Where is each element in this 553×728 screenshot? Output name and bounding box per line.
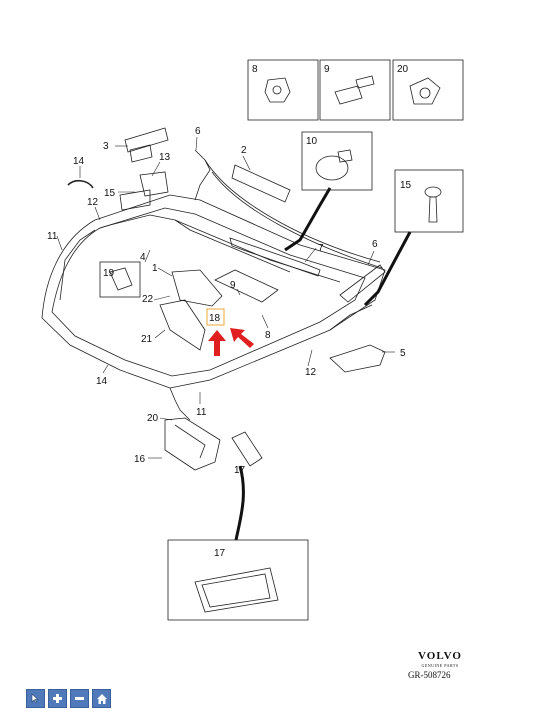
inset-15 [394, 169, 464, 233]
leader-15 [363, 231, 412, 307]
callout-labels: 1 2 3 4 5 6 6 7 8 9 11 11 12 12 13 14 14… [47, 64, 412, 559]
callout-15: 15 [104, 188, 116, 199]
callout-13: 13 [159, 152, 171, 163]
zoom-out-button[interactable] [70, 689, 89, 708]
callout-11b: 11 [196, 407, 207, 418]
inset-9 [319, 59, 391, 121]
callout-6a: 6 [195, 126, 201, 137]
cursor-button[interactable] [26, 689, 45, 708]
rail-part-6 [339, 264, 386, 303]
inset-8 [247, 59, 319, 121]
inset-20 [392, 59, 464, 121]
callout-12b: 12 [305, 367, 317, 378]
callout-1: 1 [152, 263, 158, 274]
callout-22: 22 [142, 294, 154, 305]
seal-part-17 [231, 431, 263, 467]
callout-3: 3 [103, 141, 109, 152]
callout-14b: 14 [96, 376, 108, 387]
callout-14a: 14 [73, 156, 85, 167]
brand-name: VOLVO [418, 650, 462, 662]
inset-label-8: 8 [252, 64, 258, 75]
seal-part-7 [229, 237, 321, 277]
callout-leaders [56, 136, 395, 459]
cursor-icon [31, 693, 39, 704]
callout-20: 20 [147, 413, 159, 424]
callout-11a: 11 [47, 231, 58, 242]
inset-17 [167, 539, 309, 621]
brand-subtitle: GENUINE PARTS [421, 663, 459, 668]
highlight-label-18: 18 [209, 313, 221, 324]
clip-part-3 [124, 127, 169, 163]
callout-21: 21 [141, 334, 153, 345]
callout-4: 4 [140, 252, 146, 263]
brand-logo: VOLVO GENUINE PARTS [410, 650, 470, 668]
inset-label-20: 20 [397, 64, 409, 75]
tailgate-outline [41, 149, 386, 421]
zoom-in-button[interactable] [48, 689, 67, 708]
callout-12a: 12 [87, 197, 99, 208]
zoom-toolbar [26, 689, 111, 708]
callout-6b: 6 [372, 239, 378, 250]
callout-7: 7 [318, 243, 324, 254]
plus-icon [53, 694, 62, 703]
arrow-diagonal-icon [230, 328, 254, 348]
highlight-18: 18 [206, 308, 225, 326]
callout-5: 5 [400, 348, 406, 359]
callout-16: 16 [134, 454, 146, 465]
reinforcement-parts [159, 269, 279, 351]
arrow-up-icon [208, 330, 226, 356]
callout-17: 17 [234, 465, 246, 476]
inset-label-9: 9 [324, 64, 330, 75]
bracket-part-16 [164, 417, 221, 471]
home-icon [96, 693, 107, 704]
red-arrows [208, 328, 254, 356]
callout-19: 19 [103, 268, 115, 279]
callout-9: 9 [230, 280, 236, 291]
inset-label-15: 15 [400, 180, 412, 191]
inset-label-10: 10 [306, 136, 318, 147]
diagram-reference: GR-508726 [408, 670, 451, 680]
bracket-13 [119, 171, 169, 211]
inset-10 [301, 131, 373, 191]
hose-part-14 [67, 179, 94, 189]
strip-part-2 [231, 164, 291, 203]
leader-10 [284, 187, 332, 252]
inset-label-17: 17 [214, 548, 226, 559]
leader-17 [234, 465, 245, 541]
callout-2: 2 [241, 145, 247, 156]
box-part-19 [99, 261, 141, 298]
latch-part-5 [329, 344, 386, 373]
minus-icon [75, 697, 84, 700]
callout-8: 8 [265, 330, 271, 341]
home-button[interactable] [92, 689, 111, 708]
